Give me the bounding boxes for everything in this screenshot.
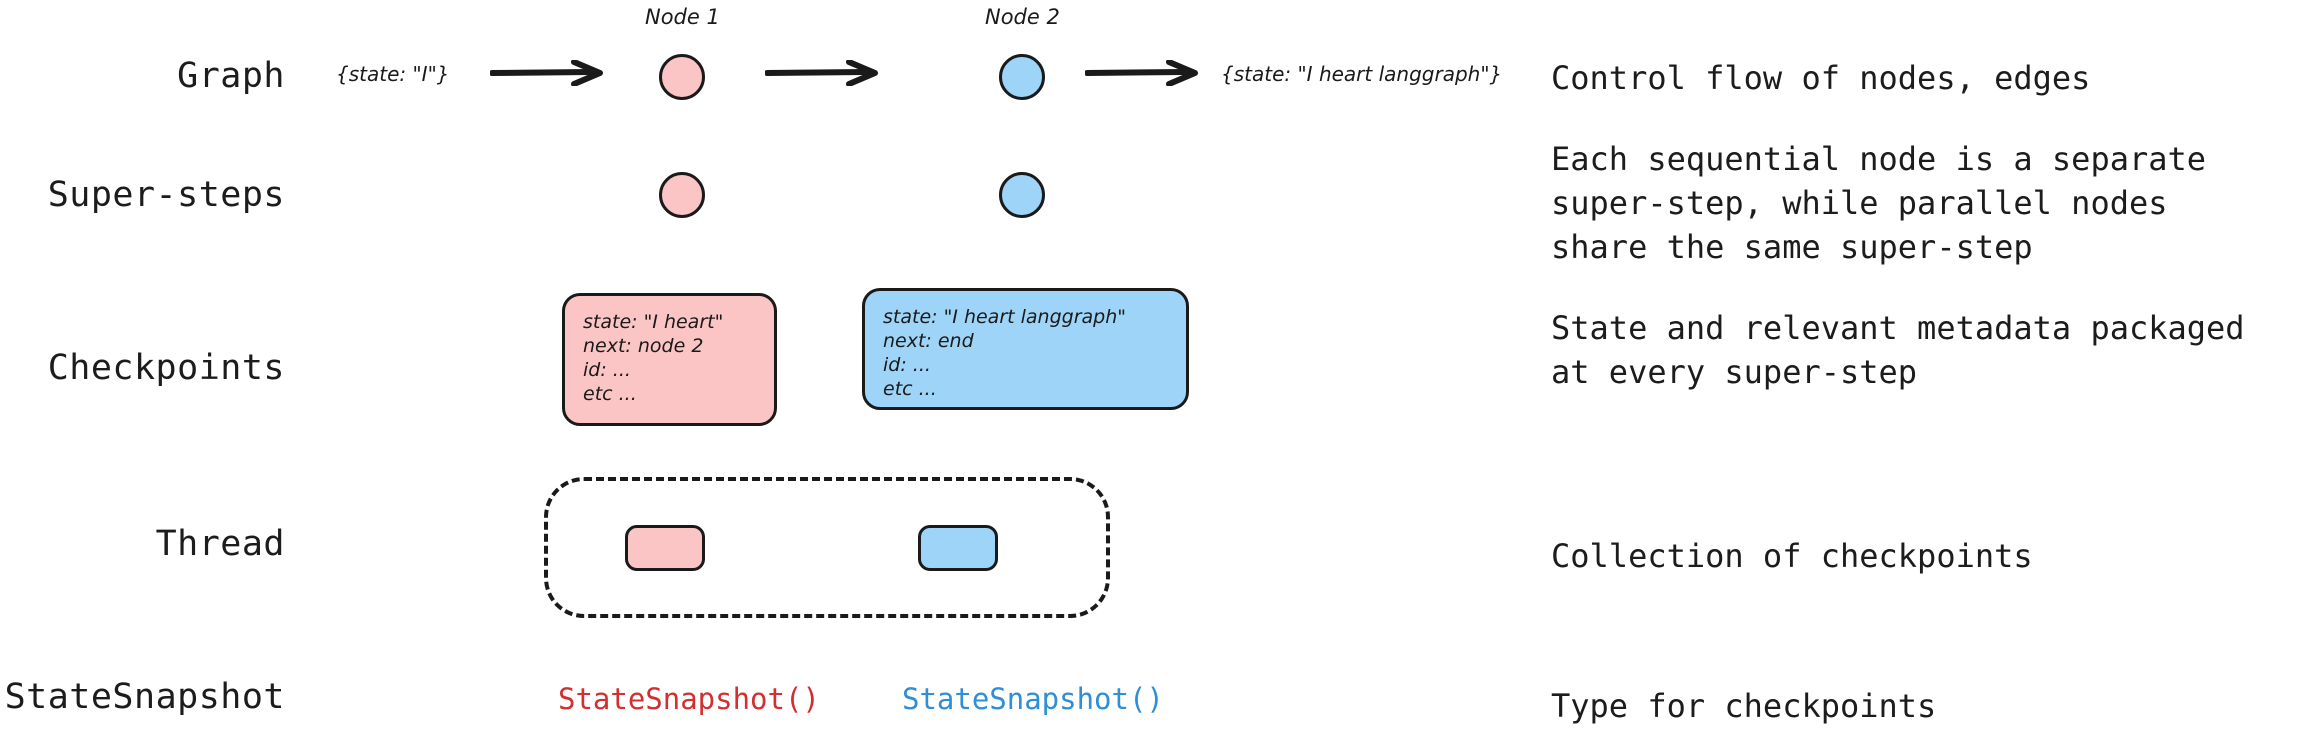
graph-output-state-annotation: {state: "I heart langgraph"} [1221, 62, 1503, 86]
checkpoint-blue-line-3: id: ... [883, 354, 931, 376]
description-thread: Collection of checkpoints [1551, 537, 2033, 575]
checkpoint-blue-line-1: state: "I heart langgraph" [883, 306, 1127, 328]
state-snapshot-blue-label: StateSnapshot() [902, 682, 1164, 716]
description-checkpoints: State and relevant metadata packaged at … [1551, 309, 2245, 391]
description-graph: Control flow of nodes, edges [1551, 59, 2091, 97]
row-label-checkpoints: Checkpoints [47, 348, 285, 388]
checkpoint-pink-line-3: id: ... [583, 359, 631, 381]
checkpoint-blue-line-2: next: end [883, 330, 974, 352]
super-step-node-2-circle[interactable] [999, 172, 1045, 218]
row-label-state-snapshot: StateSnapshot [4, 677, 285, 717]
thread-chip-pink[interactable] [625, 525, 705, 571]
checkpoint-blue-line-4: etc ... [883, 378, 937, 400]
graph-node-2-title: Node 2 [985, 5, 1060, 29]
checkpoint-card-blue[interactable]: state: "I heart langgraph" next: end id:… [862, 288, 1189, 410]
row-label-thread: Thread [155, 524, 285, 564]
checkpoint-pink-line-1: state: "I heart" [583, 311, 724, 333]
row-label-graph: Graph [177, 56, 285, 96]
thread-chip-blue[interactable] [918, 525, 998, 571]
graph-node-2-circle[interactable] [999, 54, 1045, 100]
state-snapshot-pink-label: StateSnapshot() [558, 682, 820, 716]
checkpoint-card-pink[interactable]: state: "I heart" next: node 2 id: ... et… [562, 293, 777, 426]
row-label-super-steps: Super-steps [47, 175, 285, 215]
super-step-node-1-circle[interactable] [659, 172, 705, 218]
graph-arrow-2 [765, 60, 878, 86]
graph-arrow-3 [1085, 60, 1198, 86]
graph-arrow-1 [490, 60, 603, 86]
checkpoint-pink-line-2: next: node 2 [583, 335, 704, 357]
graph-node-1-title: Node 1 [645, 5, 720, 29]
graph-node-1-circle[interactable] [659, 54, 705, 100]
graph-input-state-annotation: {state: "I"} [336, 62, 450, 86]
checkpoint-pink-line-4: etc ... [583, 383, 637, 405]
thread-container [544, 477, 1110, 618]
description-super-steps: Each sequential node is a separate super… [1551, 140, 2207, 266]
description-state-snapshot: Type for checkpoints [1551, 687, 1937, 725]
